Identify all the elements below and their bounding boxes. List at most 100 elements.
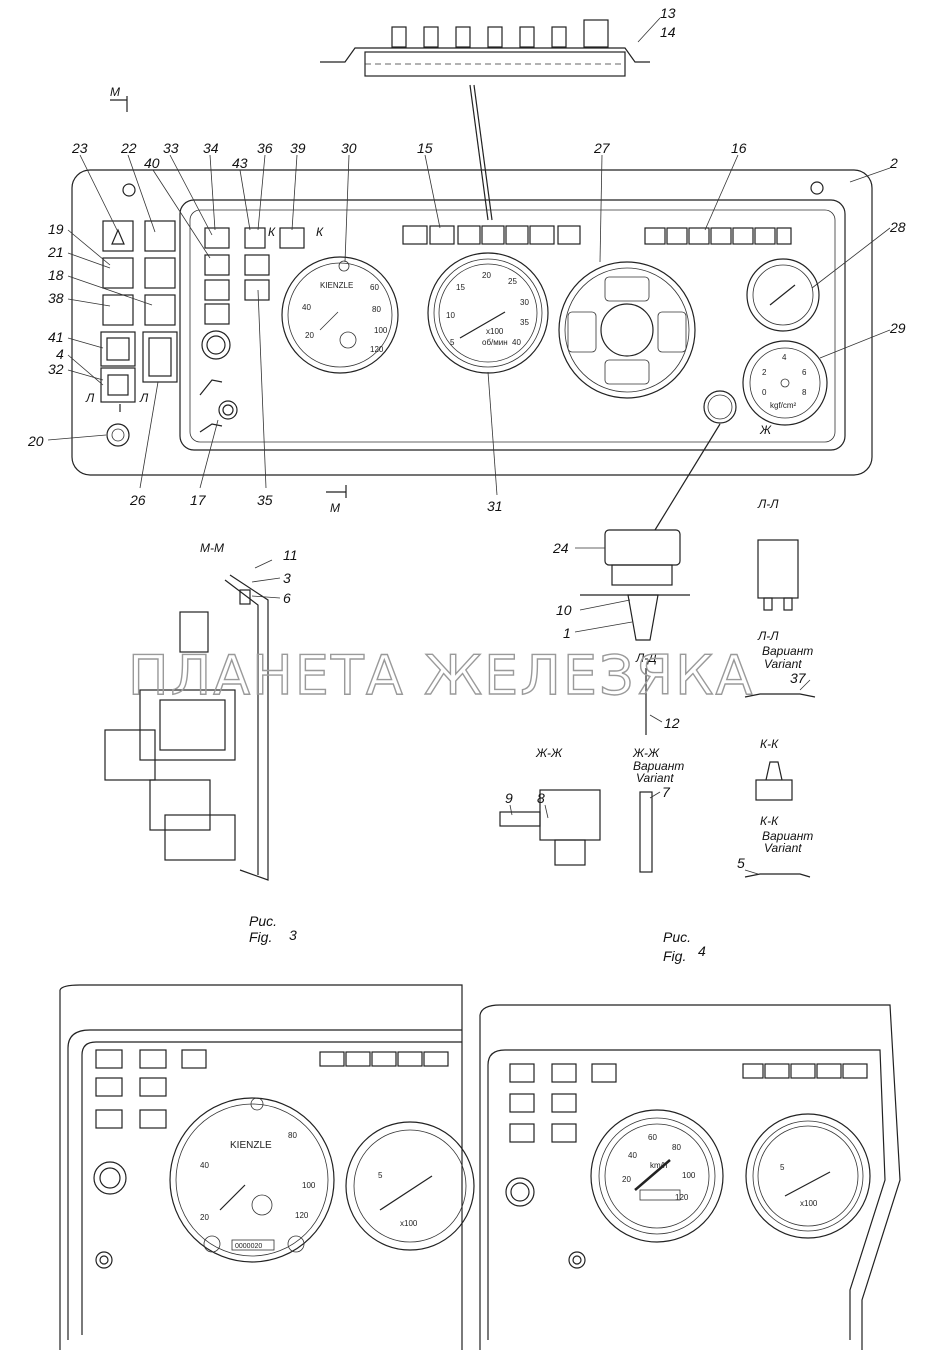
callout-8: 3: [283, 570, 291, 586]
rpm-gauge: 5 10 15 20 25 30 35 40 x100 об/мин: [427, 252, 549, 374]
watermark: ПЛАНЕТА ЖЕЛЕЗЯКА: [128, 644, 754, 707]
callout-24: 24: [552, 540, 569, 556]
callout-13: 13: [660, 5, 676, 21]
svg-text:Variant: Variant: [764, 657, 802, 671]
svg-text:40: 40: [512, 338, 521, 347]
leader-lines: [47, 154, 891, 496]
svg-text:Л-Д: Л-Д: [635, 651, 657, 665]
svg-text:80: 80: [672, 1143, 681, 1152]
left-switches: [100, 220, 178, 412]
svg-text:М: М: [330, 501, 340, 515]
svg-text:Variant: Variant: [636, 771, 674, 785]
callout-39: 39: [290, 140, 306, 156]
top-indicator-block: 13 14: [320, 5, 676, 221]
svg-text:М-М: М-М: [200, 541, 224, 555]
gauge-28: [746, 258, 820, 332]
fig4-details: 24 10 1 Л-Л Л-Л Вариант Variant 37 Л-Д 1…: [499, 497, 816, 878]
callout-5: 5: [737, 855, 745, 871]
callout-41: 41: [48, 329, 64, 345]
callout-22: 22: [120, 140, 137, 156]
callout-3: 37: [790, 670, 807, 686]
callout-11: 6: [283, 590, 291, 606]
svg-text:20: 20: [305, 331, 314, 340]
callout-26: 26: [129, 492, 146, 508]
svg-text:x100: x100: [400, 1219, 418, 1228]
inner-left-switches: [199, 227, 305, 433]
svg-text:60: 60: [648, 1133, 657, 1142]
svg-text:Л: Л: [139, 391, 149, 405]
section-mark-m-top: М: [110, 85, 128, 112]
callout-16: 16: [731, 140, 747, 156]
section-mm: М-М 11 3 6: [104, 541, 298, 881]
svg-text:Л: Л: [85, 391, 95, 405]
svg-text:25: 25: [508, 277, 517, 286]
svg-text:К: К: [268, 225, 276, 239]
svg-text:80: 80: [372, 305, 381, 314]
callout-4: 4: [56, 346, 64, 362]
svg-text:Variant: Variant: [764, 841, 802, 855]
svg-text:Вариант: Вариант: [762, 829, 813, 843]
svg-text:5: 5: [450, 338, 455, 347]
svg-text:К-К: К-К: [760, 814, 779, 828]
svg-text:0000020: 0000020: [235, 1243, 262, 1250]
callout-18: 18: [48, 267, 64, 283]
svg-text:30: 30: [520, 298, 529, 307]
svg-text:2: 2: [762, 368, 767, 377]
callout-1: 1: [563, 625, 571, 641]
svg-text:М: М: [110, 85, 120, 99]
svg-text:10: 10: [446, 311, 455, 320]
callout-33: 33: [163, 140, 179, 156]
svg-text:40: 40: [628, 1151, 637, 1160]
svg-text:120: 120: [370, 345, 384, 354]
svg-text:Л-Л: Л-Л: [757, 497, 779, 511]
svg-text:35: 35: [520, 318, 529, 327]
svg-text:Вариант: Вариант: [633, 759, 684, 773]
svg-text:x100: x100: [800, 1199, 818, 1208]
svg-text:Ж: Ж: [759, 423, 772, 437]
svg-text:20: 20: [482, 271, 491, 280]
callout-21: 21: [47, 244, 64, 260]
svg-text:60: 60: [370, 283, 379, 292]
callout-14: 14: [660, 24, 676, 40]
callout-15: 15: [417, 140, 433, 156]
callout-7: 7: [662, 784, 671, 800]
svg-text:5: 5: [780, 1163, 785, 1172]
svg-text:80: 80: [288, 1131, 297, 1140]
callout-43: 43: [232, 155, 248, 171]
svg-text:100: 100: [302, 1181, 316, 1190]
svg-text:6: 6: [802, 368, 807, 377]
svg-text:Рис.: Рис.: [663, 929, 691, 945]
callout-31: 31: [487, 498, 503, 514]
svg-text:3: 3: [289, 927, 297, 943]
callout-10: 10: [556, 602, 572, 618]
svg-text:15: 15: [456, 283, 465, 292]
svg-text:К-К: К-К: [760, 737, 779, 751]
callout-34: 34: [203, 140, 219, 156]
callout-28: 28: [889, 219, 906, 235]
svg-text:4: 4: [698, 943, 706, 959]
variant-panel-right: 40 60 80 100 120 20 km/h 5 x100: [479, 1004, 901, 1350]
callout-29: 29: [889, 320, 906, 336]
svg-text:5: 5: [378, 1171, 383, 1180]
callout-17: 17: [190, 492, 207, 508]
svg-text:Вариант: Вариант: [762, 644, 813, 658]
callout-37: 9: [505, 790, 513, 806]
callout-32: 32: [48, 361, 64, 377]
svg-text:x100: x100: [486, 327, 504, 336]
indicator-strip-15: [402, 225, 581, 245]
callout-6: 12: [664, 715, 680, 731]
callout-23: 23: [71, 140, 88, 156]
svg-text:Ж-Ж: Ж-Ж: [632, 746, 660, 760]
svg-text:0: 0: [762, 388, 767, 397]
tachograph: KIENZLE 20 40 60 80 100 120: [281, 256, 399, 374]
variant-panel-left: KIENZLE 20 40 80 100 120 0000020 5 x100: [59, 984, 475, 1350]
callout-30: 30: [341, 140, 357, 156]
gauge-29: 0 2 4 6 8 kgf/cm²: [742, 340, 828, 426]
svg-text:К: К: [316, 225, 324, 239]
indicator-strip-16: [644, 227, 792, 245]
svg-text:Л-Л: Л-Л: [757, 629, 779, 643]
svg-text:20: 20: [200, 1213, 209, 1222]
svg-text:8: 8: [802, 388, 807, 397]
